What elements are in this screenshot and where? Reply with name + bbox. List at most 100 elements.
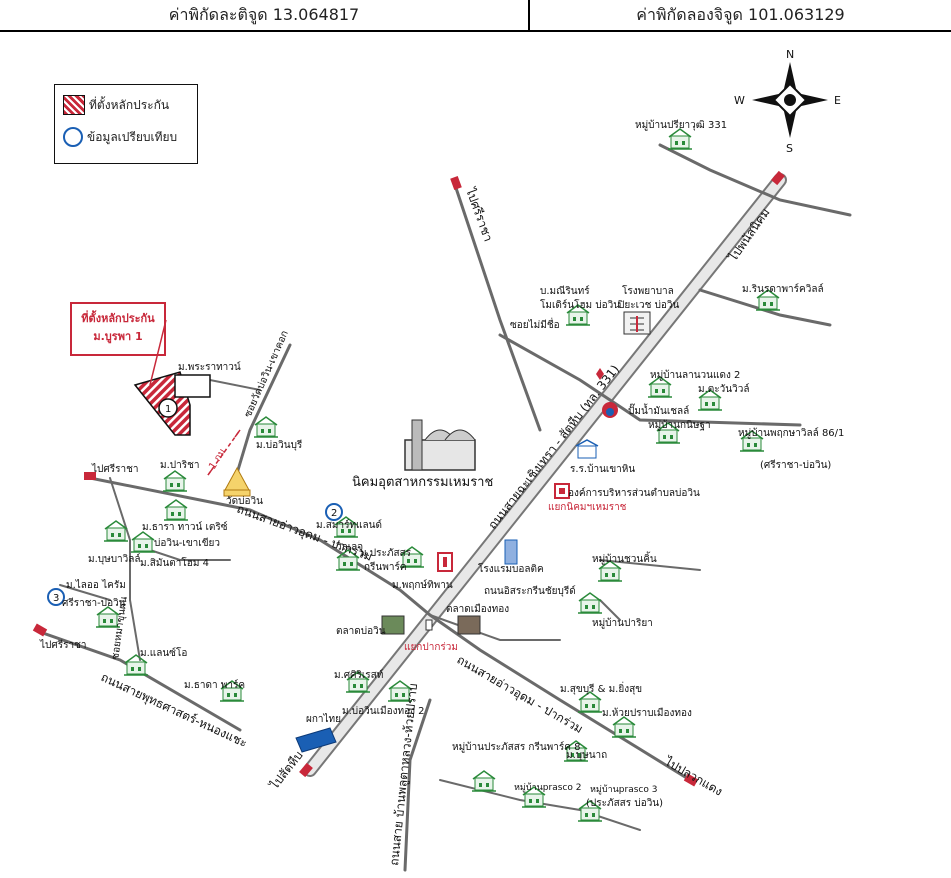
label-m-huayprap: ม.ห้วยปราบเมืองทอง <box>602 707 692 719</box>
location-map: N S E W <box>32 48 852 872</box>
collateral-callout: ที่ตั้งหลักประกัน ม.บูรพา 1 <box>70 302 166 356</box>
hospital-icon <box>623 311 651 335</box>
market-muangthong-icon <box>457 615 481 635</box>
label-m-siriburi: ม.ศศิริเรสท์ <box>334 669 383 681</box>
pakruam-junction-icon <box>425 552 453 631</box>
marker-2: 2 <box>325 503 343 521</box>
wat-bowin-icon <box>223 466 251 497</box>
label-hotel: โรงแรมบอลติค <box>478 562 544 575</box>
label-baan-prasco3: หมู่บ้านprasco 3 <box>590 784 657 795</box>
label-sriracha-bowin: (ศรีราชา-บ่อวิน) <box>760 459 831 471</box>
label-m-thara-park: ม.ธาดา พาร์ค <box>184 679 245 691</box>
road-ao-udom <box>88 476 692 782</box>
marker-3: 3 <box>47 588 65 606</box>
school-icon <box>575 439 599 459</box>
label-village331: หมู่บ้านปรียาวุฒิ 331 <box>635 119 727 131</box>
road-huayprap <box>403 698 432 872</box>
road-sukhumvit-nongkhae <box>38 630 242 732</box>
label-piyavej: ปิยะเวช บ่อวิน <box>617 300 679 311</box>
label-m-liaohom: ม.ไลออ ไครัม <box>66 579 126 591</box>
marker-3-number: 3 <box>53 593 59 604</box>
label-bowinburi: ม.บ่อวินบุรี <box>256 439 303 451</box>
label-modern-home: โมเดิร์นโฮม บ่อวิน <box>540 298 620 311</box>
compass-w: W <box>734 94 745 107</box>
label-to-sriracha-bottom: ไปศรีราชา <box>39 639 86 651</box>
label-sinsap4: ม.สิมันตาโฮม 4 <box>140 556 209 569</box>
comparable-circle-icon <box>63 127 83 147</box>
label-thara-town: ม.ธารา ทาวน์ เตริซ์ <box>142 521 228 533</box>
label-to-pluakdaeng: ไปปลวกแดง <box>662 754 725 799</box>
label-bunitrin: บ.มณีรินทร์ <box>540 285 590 297</box>
label-rinrada: ม.รินรดาพาร์ควิลล์ <box>742 283 824 295</box>
label-hospital: โรงพยาบาล <box>622 284 674 297</box>
label-prakasit-bowin: (ประภัสสร บ่อวิน) <box>586 798 663 809</box>
longitude-label: ค่าพิกัดลองจิจูด 101.063129 <box>528 0 951 32</box>
label-rd-sirin: ถนนอิสระกรีนชัยบุรีด์ <box>484 585 576 597</box>
marker-1-number: 1 <box>165 404 171 415</box>
legend-comparable: ข้อมูลเปรียบเทียบ <box>63 127 177 147</box>
market-bowin-icon <box>381 615 405 635</box>
label-bowin-khaokheo: บ่อวิน-เขาเขียว <box>154 537 220 549</box>
label-prakasit: ม.ประภัสสร <box>360 548 412 559</box>
label-villajet: วิลเลจ <box>336 542 364 553</box>
mitsubishi-icon <box>596 368 604 380</box>
admin-office-icon <box>554 483 570 499</box>
callout-line-1: ที่ตั้งหลักประกัน <box>81 312 155 325</box>
legend-collateral-label: ที่ตั้งหลักประกัน <box>89 97 170 112</box>
label-bowin-muangthong2: ม.บ่อวินเมืองทอง 2 <box>342 705 425 717</box>
distance-indicator: 1 กม. <box>207 429 241 476</box>
label-baan-lawn2: หมู่บ้านลานวนแดง 2 <box>650 369 740 381</box>
label-market-muang: ตลาดเมืองทอง <box>446 603 509 615</box>
label-ind-estate: นิคมอุตสาหกรรมเหมราช <box>352 475 493 490</box>
label-soi-bowin: ซอยวัดบ่อวิน-เขาคอก <box>243 329 291 419</box>
compass-e: E <box>834 94 841 107</box>
label-bunnaville: ม.บุษบาวิลล์ <box>88 553 141 565</box>
map-legend: ที่ตั้งหลักประกัน ข้อมูลเปรียบเทียบ <box>54 84 198 164</box>
label-m-landco: ม.แลนซ์โอ <box>140 646 187 659</box>
callout-line-2: ม.บูรพา 1 <box>93 330 143 343</box>
label-sriracha-bowin2: ศรีราชา-บ่อวิน <box>62 597 126 609</box>
legend-collateral: ที่ตั้งหลักประกัน <box>63 95 169 115</box>
label-praram: ม.พระราทาวน์ <box>178 361 241 373</box>
label-to-sriracha-top: ไปศรีราชา <box>463 185 496 243</box>
label-m-bunat: ม.บุษนาถ <box>566 750 607 761</box>
coordinate-header: ค่าพิกัดละติจูด 13.064817 ค่าพิกัดลองจิจ… <box>0 0 951 34</box>
road-network <box>38 143 852 872</box>
distance-label: 1 กม. <box>207 444 230 471</box>
legend-comparable-label: ข้อมูลเปรียบเทียบ <box>87 129 178 144</box>
label-tawan-ville: ม.ตะวันวิวล์ <box>698 383 749 395</box>
label-mokrathai: ผกาไทย <box>306 713 341 725</box>
marker-2-number: 2 <box>331 508 337 519</box>
latitude-label: ค่าพิกัดละติจูด 13.064817 <box>0 0 530 32</box>
label-baan-phrukpha: หมู่บ้านพฤกษาวิลล์ 86/1 <box>738 427 844 439</box>
road-north <box>453 183 542 432</box>
label-baan-pariya: หมู่บ้านปาริยา <box>592 617 653 629</box>
label-baan-suankhan: หมู่บ้านชวนคิ้น <box>592 551 657 565</box>
compass-n: N <box>786 48 794 61</box>
road-end-markers <box>32 170 785 787</box>
collateral-swatch-icon <box>63 95 85 115</box>
label-to-sattahip: ไปสัตหีบ <box>267 748 306 792</box>
label-wat-bowin: วัดบ่อวิน <box>226 496 263 507</box>
label-to-sriracha-left: ไปศรีราชา <box>91 463 138 475</box>
label-parichat: ม.ปาริชา <box>160 460 200 471</box>
label-hemaraj-junction: แยกนิคมฯเหมราช <box>548 502 627 513</box>
label-baan-khanitha: หมู่บ้านกนิษฐา <box>648 419 711 431</box>
industrial-estate-icon <box>404 419 476 471</box>
label-market-bowin: ตลาดบ่อวิน <box>336 626 386 637</box>
label-smart-land: ม.สมาร์ทแลนด์ <box>316 519 382 531</box>
label-rosewood: ม.พฤกษ์ทิพาน <box>392 579 453 591</box>
compass-rose-icon: N S E W <box>734 48 841 155</box>
label-m-sukburi: ม.สุขบุรี & ม.ยิ่งสุข <box>560 681 642 695</box>
mokrathai-building-icon <box>295 727 337 753</box>
label-pakruam: แยกปากร่วม <box>404 642 458 653</box>
label-gas-station: ปั๊มน้ำมันเชลล์ <box>628 403 689 417</box>
hotel-icon <box>504 539 518 565</box>
compass-s: S <box>786 142 793 155</box>
label-baan-prasco2: หมู่บ้านprasco 2 <box>514 782 581 793</box>
label-soi-maipeechue: ซอยไม่มีชื่อ <box>510 317 560 331</box>
label-school: ร.ร.บ้านเขาหิน <box>570 463 635 475</box>
marker-1: 1 <box>158 398 178 418</box>
label-green-park: กรีนพาร์ค <box>364 561 407 573</box>
pra-ra-town-outline <box>174 374 211 398</box>
